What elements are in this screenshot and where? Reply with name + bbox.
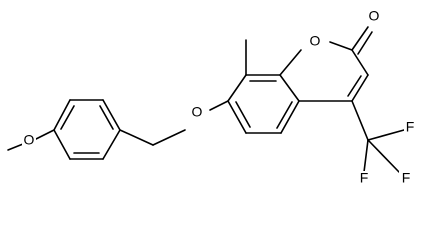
bond-ring1-ab-inner — [60, 105, 75, 130]
atom-o-carbonyl: O — [369, 8, 380, 24]
bond-cf3-f-right — [367, 129, 405, 141]
bond-c8a-c4a — [279, 74, 300, 102]
bond-ring1-cd — [102, 99, 121, 131]
bond-ring1-fa — [53, 129, 71, 160]
bond-o-ring — [35, 129, 55, 140]
atom-f-bottom: F — [402, 170, 411, 186]
bond-o-c7 — [209, 100, 229, 111]
bond-cf3-f-bottom — [367, 139, 400, 173]
bond-ring1-ab — [53, 99, 71, 131]
bond-cf3-f-top — [363, 139, 369, 173]
bond-c4-cf3 — [351, 100, 369, 141]
bond-methyl-o — [7, 143, 24, 151]
bond-c4a-c5-inner — [276, 101, 293, 129]
bond-ch2-o — [152, 129, 186, 146]
bonds — [7, 26, 405, 173]
bond-c8a-o1 — [279, 49, 302, 76]
atom-labels: O O O O F F F — [22, 8, 418, 187]
bond-c7-c8 — [227, 74, 247, 102]
structure-svg: O O O O F F F — [7, 7, 418, 187]
atom-f-top: F — [360, 170, 369, 186]
bond-c6-c7-inner — [235, 101, 251, 128]
molecule-drawing: O O O O F F F — [7, 7, 418, 187]
bond-ring1-cd-inner — [99, 105, 114, 130]
atom-o-ring: O — [310, 33, 321, 49]
bond-c3-c4 — [351, 74, 369, 102]
atom-o-methoxy: O — [24, 132, 35, 148]
bond-c4a-c5 — [280, 100, 300, 134]
bond-c2-carbonyl-1 — [351, 26, 369, 51]
bond-ring1-de — [102, 129, 121, 160]
bond-c3-c4-inner — [347, 75, 362, 97]
atom-o-ether: O — [192, 104, 203, 120]
bond-o1-c2 — [329, 41, 353, 51]
bond-c2-carbonyl-2 — [357, 31, 373, 55]
bond-c6-c7 — [227, 100, 247, 134]
bond-ring-ch2 — [119, 129, 154, 146]
atom-f-right: F — [406, 119, 415, 135]
bond-c2-c3 — [351, 49, 369, 76]
